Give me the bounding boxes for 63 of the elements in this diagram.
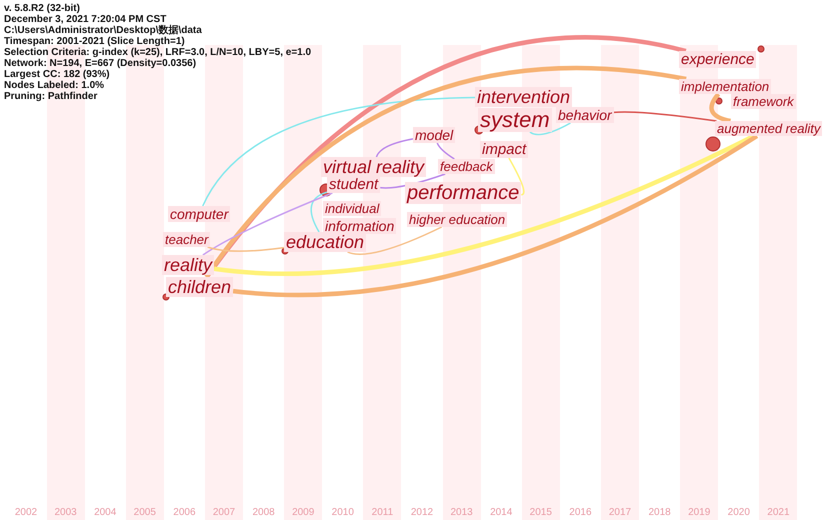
- info-text: December 3, 2021 7:20:04 PM CST: [4, 14, 166, 25]
- year-label: 2005: [134, 507, 156, 518]
- year-label: 2007: [212, 507, 236, 518]
- year-label: 2015: [530, 507, 552, 518]
- link-curve: [207, 246, 284, 252]
- year-label: 2021: [767, 507, 790, 518]
- link-curve: [347, 226, 442, 255]
- info-text: Pruning: Pathfinder: [4, 91, 98, 102]
- keyword-label: individual: [323, 201, 382, 216]
- keyword-label: feedback: [438, 159, 495, 174]
- year-label: 2017: [608, 507, 632, 518]
- keyword-label: impact: [480, 141, 528, 158]
- link-curve: [376, 138, 414, 158]
- year-label: 2018: [648, 507, 671, 518]
- keyword-label: information: [323, 218, 396, 234]
- keyword-label: reality: [162, 255, 214, 275]
- link-curve: [436, 142, 455, 160]
- year-label: 2010: [332, 507, 354, 518]
- keyword-label: experience: [679, 51, 756, 68]
- info-text: C:\Users\Administrator\Desktop\数据\data: [4, 25, 202, 36]
- keyword-label: augmented reality: [715, 121, 822, 136]
- year-label: 2012: [410, 507, 434, 518]
- keyword-label: system: [478, 108, 552, 132]
- keyword-label: education: [284, 232, 366, 252]
- year-label: 2004: [94, 507, 116, 518]
- keyword-label: student: [327, 176, 380, 193]
- link-curve: [530, 122, 571, 136]
- keyword-label: behavior: [556, 107, 614, 123]
- link-curve: [709, 92, 732, 124]
- keyword-label: implementation: [679, 79, 772, 94]
- keyword-label: performance: [405, 182, 522, 204]
- year-label: 2014: [490, 507, 512, 518]
- year-label: 2020: [728, 507, 750, 518]
- link-curve: [202, 192, 333, 256]
- keyword-label: higher education: [407, 212, 508, 227]
- keyword-label: computer: [168, 206, 230, 222]
- keyword-label: children: [166, 277, 234, 297]
- info-text: Timespan: 2001-2021 (Slice Length=1): [4, 36, 185, 47]
- keyword-label: virtual reality: [321, 157, 426, 177]
- year-label: 2009: [292, 507, 314, 518]
- keyword-label: intervention: [475, 87, 572, 107]
- info-text: Nodes Labeled: 1.0%: [4, 80, 104, 91]
- year-label: 2006: [173, 507, 196, 518]
- year-label: 2011: [372, 507, 394, 518]
- info-text: Largest CC: 182 (93%): [4, 69, 110, 80]
- info-text: Network: N=194, E=667 (Density=0.0356): [4, 58, 196, 69]
- year-label: 2002: [14, 507, 38, 518]
- link-curve: [202, 96, 476, 206]
- year-label: 2008: [252, 507, 275, 518]
- link-curve: [232, 134, 758, 298]
- keyword-label: teacher: [163, 232, 210, 247]
- info-text: Selection Criteria: g-index (k=25), LRF=3.0, L/N=10, LBY=5, e=1.0: [4, 47, 312, 58]
- link-curve: [508, 158, 525, 196]
- info-text: v. 5.8.R2 (32-bit): [4, 3, 80, 14]
- keyword-label: framework: [731, 94, 796, 109]
- year-label: 2016: [569, 507, 592, 518]
- year-label: 2013: [450, 507, 473, 518]
- link-curve: [310, 191, 328, 232]
- link-curve: [214, 134, 755, 276]
- year-label: 2003: [54, 507, 77, 518]
- link-curve: [614, 111, 717, 122]
- year-label: 2019: [688, 507, 710, 518]
- keyword-label: model: [413, 127, 456, 143]
